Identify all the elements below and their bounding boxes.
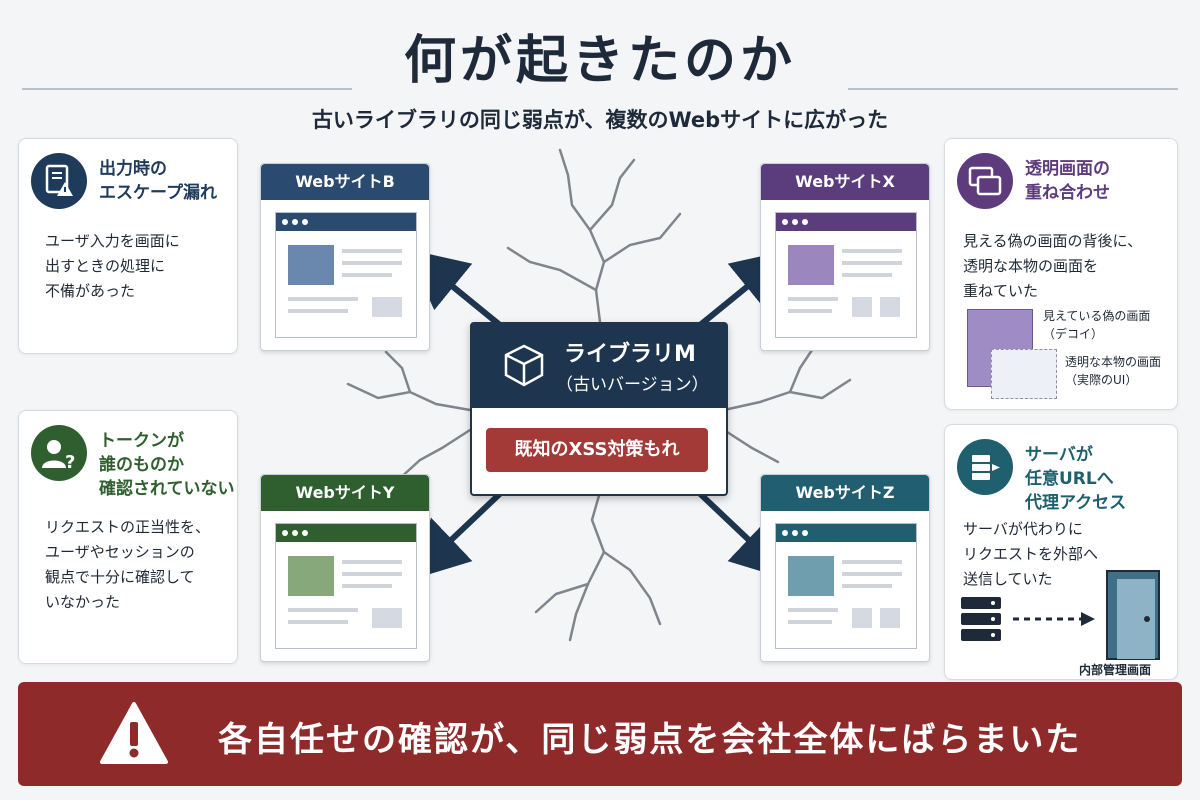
conclusion-banner: 各自任せの確認が、同じ弱点を会社全体にばらまいた	[18, 682, 1182, 786]
card-token-title: トークンが 誰のものか 確認されていない	[99, 431, 235, 499]
svg-text:?: ?	[65, 452, 75, 470]
card-overlay: 透明画面の 重ね合わせ 見える偽の画面の背後に、 透明な本物の画面を 重ねていた…	[944, 138, 1178, 410]
cube-icon	[504, 344, 544, 387]
card-overlay-title: 透明画面の 重ね合わせ	[1025, 159, 1110, 203]
internal-admin-label: 内部管理画面	[1079, 663, 1152, 677]
card-escape-title: 出力時の エスケープ漏れ	[99, 159, 217, 203]
card-proxy-body: サーバが代わりに リクエストを外部へ 送信していた	[963, 520, 1099, 588]
website-z: WebサイトZ	[760, 474, 930, 662]
decoy-label: 見えている偽の画面 （デコイ）	[1043, 309, 1151, 341]
website-b-label: WebサイトB	[261, 164, 429, 200]
server-arrow-icon	[957, 439, 1013, 495]
website-z-mockup	[775, 523, 917, 649]
title-divider-left	[22, 88, 352, 90]
website-x-mockup	[775, 212, 917, 338]
website-x-label: WebサイトX	[761, 164, 929, 200]
card-token-body: リクエストの正当性を、 ユーザやセッションの 観点で十分に確認して いなかった	[45, 518, 211, 611]
real-screen	[991, 349, 1057, 399]
card-proxy: サーバが 任意URLへ 代理アクセス サーバが代わりに リクエストを外部へ 送信…	[944, 424, 1178, 680]
overlapping-windows-icon	[957, 153, 1013, 209]
card-proxy-title: サーバが 任意URLへ 代理アクセス	[1025, 445, 1127, 513]
website-z-label: WebサイトZ	[761, 475, 929, 511]
website-x: WebサイトX	[760, 163, 930, 351]
title-divider-right	[848, 88, 1178, 90]
card-token: ? トークンが 誰のものか 確認されていない リクエストの正当性を、 ユーザやセ…	[18, 410, 238, 664]
page-subtitle: 古いライブラリの同じ弱点が、複数のWebサイトに広がった	[311, 108, 889, 132]
server-to-door-graphic	[961, 570, 1160, 660]
conclusion-text: 各自任せの確認が、同じ弱点を会社全体にばらまいた	[218, 720, 1082, 760]
card-escape-body: ユーザ入力を画面に 出すときの処理に 不備があった	[45, 232, 180, 300]
page-title: 何が起きたのか	[403, 31, 796, 91]
card-overlay-body: 見える偽の画面の背後に、 透明な本物の画面を 重ねていた	[963, 232, 1143, 300]
library-name: ライブラリM	[564, 342, 696, 367]
warning-triangle-icon	[100, 702, 168, 764]
website-b: WebサイトB	[260, 163, 430, 351]
library-version: （古いバージョン）	[556, 375, 709, 395]
user-question-icon: ?	[31, 425, 87, 481]
door-icon	[1106, 570, 1160, 660]
card-escape: 出力時の エスケープ漏れ ユーザ入力を画面に 出すときの処理に 不備があった	[18, 138, 238, 354]
website-y-mockup	[275, 523, 417, 649]
website-y: WebサイトY	[260, 474, 430, 662]
xss-warning-badge: 既知のXSS対策もれ	[486, 428, 708, 472]
website-y-label: WebサイトY	[261, 475, 429, 511]
website-b-mockup	[275, 212, 417, 338]
library-m-box: ライブラリM （古いバージョン） 既知のXSS対策もれ	[470, 322, 728, 496]
real-ui-label: 透明な本物の画面 （実際のUI）	[1065, 355, 1162, 387]
server-rack-icon	[961, 597, 1001, 641]
document-warning-icon	[31, 153, 87, 209]
